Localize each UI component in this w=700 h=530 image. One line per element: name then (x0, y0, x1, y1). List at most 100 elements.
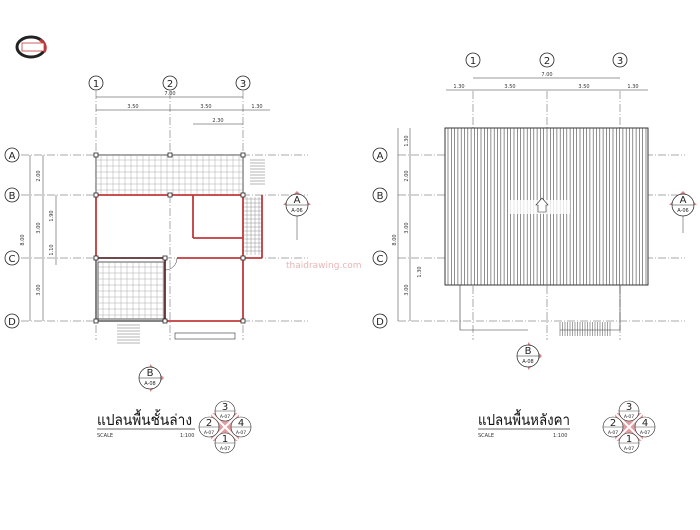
dimension-text: 7.00 (541, 72, 552, 78)
dimension-text: 1.90 (49, 210, 55, 221)
column (167, 152, 173, 158)
grid-bubble-C-label: C (9, 254, 16, 265)
key-plan-number: 3 (626, 402, 632, 413)
column (240, 255, 246, 261)
terrace-tiles (95, 154, 244, 196)
column (93, 255, 99, 261)
key-plan-sheet: A-07 (236, 430, 246, 436)
key-plan-number: 4 (238, 418, 244, 429)
scale-label: SCALE (97, 433, 113, 439)
key-plan-sheet: A-07 (220, 446, 230, 452)
column (167, 192, 173, 198)
dimension-text: 1.30 (417, 266, 423, 277)
grid-bubble-3 (235, 75, 251, 91)
dimension-text: 7.00 (164, 91, 175, 97)
grid-bubble-3-label: 3 (617, 56, 623, 67)
dimension-text: 2.00 (404, 170, 410, 181)
dimension-text: 3.00 (404, 284, 410, 295)
grid-bubble-2-label: 2 (544, 56, 550, 67)
dimension-text: 2.00 (36, 170, 42, 181)
section-letter: B (525, 346, 532, 357)
plan-title-ground-floor: แปลนพื้นชั้นล่าง (97, 409, 192, 429)
key-plan-sheet: A-07 (220, 414, 230, 420)
key-plan-sheet: A-07 (624, 446, 634, 452)
door-swing (164, 257, 178, 271)
key-plan-sheet: A-07 (640, 430, 650, 436)
column (93, 192, 99, 198)
roof-slope-arrow-icon (535, 197, 549, 213)
grid-bubble-A (372, 147, 388, 163)
dimension-text: 3.50 (578, 84, 589, 90)
plan-title-roof: แปลนพื้นหลังคา (478, 409, 570, 429)
planter (174, 332, 236, 340)
grid-bubble-D-label: D (376, 317, 384, 328)
key-plan-cross (614, 412, 644, 442)
dimension-text: 1.30 (251, 104, 262, 110)
section-letter: A (680, 195, 687, 206)
grid-bubble-B-label: B (9, 191, 16, 202)
grid-bubble-C-label: C (377, 254, 384, 265)
column (162, 318, 168, 324)
key-plan-number: 1 (626, 434, 632, 445)
dimension-text: 1.30 (627, 84, 638, 90)
dimension-text: 1.10 (49, 244, 55, 255)
key-plan-cross (210, 412, 240, 442)
grid-bubble-1 (88, 75, 104, 91)
section-sheet: A-08 (144, 381, 155, 387)
grid-bubble-3-label: 3 (240, 79, 246, 90)
column (240, 152, 246, 158)
key-plan-sheet: A-07 (608, 430, 618, 436)
dimension-text: 3.00 (404, 222, 410, 233)
dimension-text: 1.30 (404, 135, 410, 146)
column (162, 255, 168, 261)
dimension-text: 3.00 (36, 284, 42, 295)
watermark: thaidrawing.com (286, 261, 362, 271)
key-plan-number: 2 (206, 418, 212, 429)
key-plan-sheet: A-07 (624, 414, 634, 420)
scale-value: 1:100 (553, 433, 567, 439)
bedroom-tiles (97, 261, 165, 320)
grid-bubble-A-label: A (377, 151, 384, 162)
scale-value: 1:100 (180, 433, 194, 439)
dimension-text: 3.50 (200, 104, 211, 110)
key-plan-number: 4 (642, 418, 648, 429)
dimension-text: 3.50 (127, 104, 138, 110)
grid-bubble-B (372, 187, 388, 203)
key-plan-sheet: A-07 (204, 430, 214, 436)
grid-bubble-A (4, 147, 20, 163)
section-sheet: A-08 (522, 359, 533, 365)
grid-bubble-A-label: A (9, 151, 16, 162)
dimension-text: 3.50 (504, 84, 515, 90)
scale-label: SCALE (478, 433, 494, 439)
column (240, 318, 246, 324)
logo (15, 35, 47, 59)
grid-bubble-C (372, 250, 388, 266)
grid-bubble-1-label: 1 (470, 56, 476, 67)
dimension-text: 1.30 (453, 84, 464, 90)
grid-bubble-B-label: B (377, 191, 384, 202)
dimension-text: 2.30 (212, 118, 223, 124)
grid-bubble-D (4, 313, 20, 329)
bedroom-floor (97, 261, 165, 320)
canopy-outline (459, 285, 528, 331)
column (240, 192, 246, 198)
grid-bubble-D (372, 313, 388, 329)
dimension-text: 8.00 (20, 234, 26, 245)
section-sheet: A-06 (291, 208, 302, 214)
section-letter: B (147, 368, 154, 379)
column (93, 152, 99, 158)
column (93, 318, 99, 324)
bedroom-wall (95, 257, 166, 322)
grid-bubble-B (4, 187, 20, 203)
dimension-text: 3.00 (36, 222, 42, 233)
key-plan-number: 1 (222, 434, 228, 445)
key-plan-number: 2 (610, 418, 616, 429)
grid-bubble-1 (465, 52, 481, 68)
grid-bubble-2-label: 2 (167, 79, 173, 90)
grid-bubble-2 (162, 75, 178, 91)
grid-bubble-D-label: D (8, 317, 16, 328)
key-plan-number: 3 (222, 402, 228, 413)
section-sheet: A-06 (677, 208, 688, 214)
